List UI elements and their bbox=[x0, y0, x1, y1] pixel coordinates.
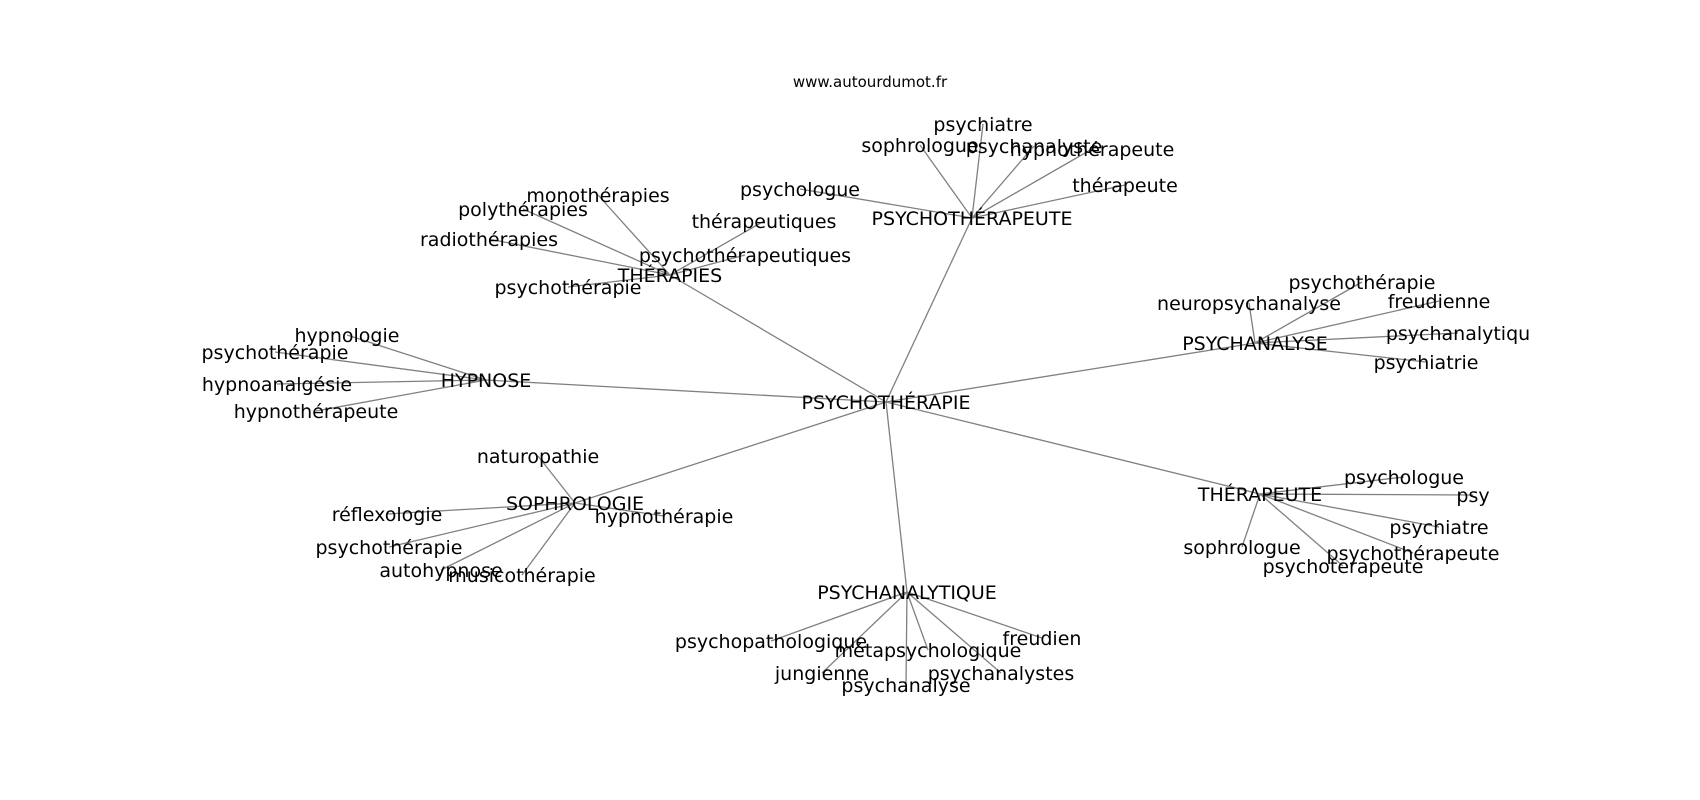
hub-node-label: PSYCHOTHÉRAPEUTE bbox=[872, 207, 1073, 230]
edge-center-therapies bbox=[669, 274, 887, 403]
edge-therapeute-leaf bbox=[1259, 476, 1405, 495]
leaf-node-label: psychanalyse bbox=[841, 675, 970, 697]
edge-psychanalyse-leaf bbox=[1254, 281, 1363, 344]
leaf-node-label: psychoterapeute bbox=[1263, 556, 1424, 578]
leaf-node-label: monothérapies bbox=[526, 185, 669, 207]
leaf-node-label: thérapeutiques bbox=[692, 211, 837, 233]
leaf-node-label: hypnologie bbox=[295, 325, 400, 347]
hub-node-label: SOPHROLOGIE bbox=[506, 493, 644, 515]
center-node-label: PSYCHOTHÉRAPIE bbox=[802, 391, 971, 414]
edge-psychanalyse-leaf bbox=[1254, 332, 1459, 344]
edge-sophrologie-leaf bbox=[537, 455, 576, 504]
edge-psychanalytique-leaf bbox=[905, 591, 908, 686]
edge-psychanalytique-leaf bbox=[906, 591, 929, 651]
edge-psychotherapeute-leaf bbox=[799, 188, 973, 219]
edge-therapies-leaf bbox=[597, 194, 671, 276]
leaf-node-label: psychothérapie bbox=[1289, 272, 1436, 294]
leaf-node-label: hypnothérapie bbox=[595, 506, 734, 528]
labels-layer: PSYCHOTHÉRAPIE PSYCHOTHÉRAPEUTE psychiatre… bbox=[202, 114, 1531, 697]
edge-center-sophrologie bbox=[574, 401, 887, 504]
edge-sophrologie-leaf bbox=[574, 502, 665, 517]
leaf-node-label: psychiatrie bbox=[1374, 352, 1479, 374]
edge-hypnose-leaf bbox=[274, 351, 487, 381]
leaf-node-label: psychanalytiqu bbox=[1386, 323, 1530, 345]
edge-psychotherapeute-leaf bbox=[971, 148, 1093, 219]
leaf-node-label: hypnoanalgésie bbox=[202, 374, 352, 396]
edge-psychanalytique-leaf bbox=[906, 591, 1043, 639]
hub-node-label: PSYCHANALYTIQUE bbox=[817, 582, 997, 604]
leaf-node-label: radiothérapies bbox=[420, 229, 558, 251]
leaf-node-label: autohypnose bbox=[379, 560, 502, 582]
edge-therapeute-leaf bbox=[1259, 493, 1414, 554]
edge-hypnose-leaf bbox=[346, 334, 487, 381]
edge-therapeute-leaf bbox=[1259, 493, 1344, 567]
leaf-node-label: jungienne bbox=[774, 663, 869, 685]
edge-psychanalytique-leaf bbox=[770, 591, 908, 642]
leaf-node-label: psychopathologique bbox=[675, 631, 867, 653]
leaf-node-label: psychiatre bbox=[1389, 517, 1488, 539]
leaf-node-label: freudienne bbox=[1388, 291, 1491, 313]
leaf-node-label: psychiatre bbox=[933, 114, 1032, 136]
leaf-node-label: psy bbox=[1456, 485, 1489, 507]
edge-psychanalyse-leaf bbox=[1248, 302, 1256, 344]
leaf-node-label: psychanalyste bbox=[966, 136, 1103, 158]
edges-layer bbox=[274, 123, 1474, 686]
leaf-node-label: métapsychologique bbox=[835, 640, 1022, 662]
edge-therapeute-leaf bbox=[1259, 493, 1440, 528]
edge-psychanalytique-leaf bbox=[821, 591, 908, 674]
leaf-node-label: psychothérapie bbox=[495, 277, 642, 299]
edge-center-therapeute bbox=[885, 401, 1261, 495]
leaf-node-label: sophrologue bbox=[1183, 537, 1300, 559]
leaf-node-label: neuropsychanalyse bbox=[1157, 293, 1341, 315]
edge-psychotherapeute-leaf bbox=[971, 145, 1035, 219]
leaf-node-label: freudien bbox=[1003, 628, 1082, 650]
edge-psychanalyse-leaf bbox=[1254, 342, 1427, 363]
leaf-node-label: psychothérapeutiques bbox=[639, 245, 851, 267]
edge-hypnose-leaf bbox=[315, 379, 487, 412]
edge-therapies-leaf bbox=[522, 208, 671, 276]
leaf-node-label: psychothérapeute bbox=[1327, 543, 1500, 565]
leaf-node-label: psychothérapie bbox=[202, 342, 349, 364]
leaf-node-label: musicothérapie bbox=[448, 565, 595, 587]
leaf-node-label: polythérapies bbox=[458, 199, 588, 221]
edge-center-psychotherapeute bbox=[885, 217, 973, 403]
leaf-node-label: naturopathie bbox=[477, 446, 599, 468]
edge-center-hypnose bbox=[485, 379, 887, 403]
hub-node-label: THÉRAPEUTE bbox=[1197, 483, 1322, 506]
leaf-node-label: hypnothérapeute bbox=[234, 401, 399, 423]
hub-node-label: PSYCHANALYSE bbox=[1182, 333, 1328, 355]
edge-psychotherapeute-leaf bbox=[971, 184, 1126, 219]
edge-therapeute-leaf bbox=[1241, 493, 1261, 548]
edge-therapies-leaf bbox=[488, 238, 671, 276]
leaf-node-label: psychologue bbox=[740, 179, 860, 201]
edge-therapies-leaf bbox=[567, 274, 671, 288]
source-credit: www.autourdumot.fr bbox=[792, 73, 948, 91]
hub-node-label: HYPNOSE bbox=[441, 370, 532, 392]
edge-sophrologie-leaf bbox=[386, 502, 576, 515]
edge-sophrologie-leaf bbox=[521, 502, 576, 576]
edge-psychanalyse-leaf bbox=[1254, 300, 1440, 344]
edge-therapies-leaf bbox=[669, 254, 746, 276]
edge-psychanalytique-leaf bbox=[906, 591, 1002, 674]
leaf-node-label: thérapeute bbox=[1072, 175, 1178, 197]
leaf-node-label: psychothérapie bbox=[316, 537, 463, 559]
leaf-node-label: psychologue bbox=[1344, 467, 1464, 489]
edge-sophrologie-leaf bbox=[388, 502, 576, 548]
edge-center-psychanalytique bbox=[885, 401, 908, 593]
hub-node-label: THÉRAPIES bbox=[617, 264, 722, 287]
edge-therapies-leaf bbox=[669, 220, 765, 276]
edge-therapeute-leaf bbox=[1259, 493, 1474, 496]
edge-psychotherapeute-leaf bbox=[919, 144, 973, 219]
edge-psychotherapeute-leaf bbox=[971, 123, 984, 219]
edge-sophrologie-leaf bbox=[440, 502, 576, 571]
edge-hypnose-leaf bbox=[276, 379, 487, 385]
leaf-node-label: hypnothérapeute bbox=[1010, 139, 1175, 161]
edge-center-psychanalyse bbox=[885, 342, 1256, 403]
leaf-node-label: réflexologie bbox=[332, 504, 443, 526]
leaf-node-label: sophrologue bbox=[861, 135, 978, 157]
leaf-node-label: psychanalystes bbox=[928, 663, 1074, 685]
